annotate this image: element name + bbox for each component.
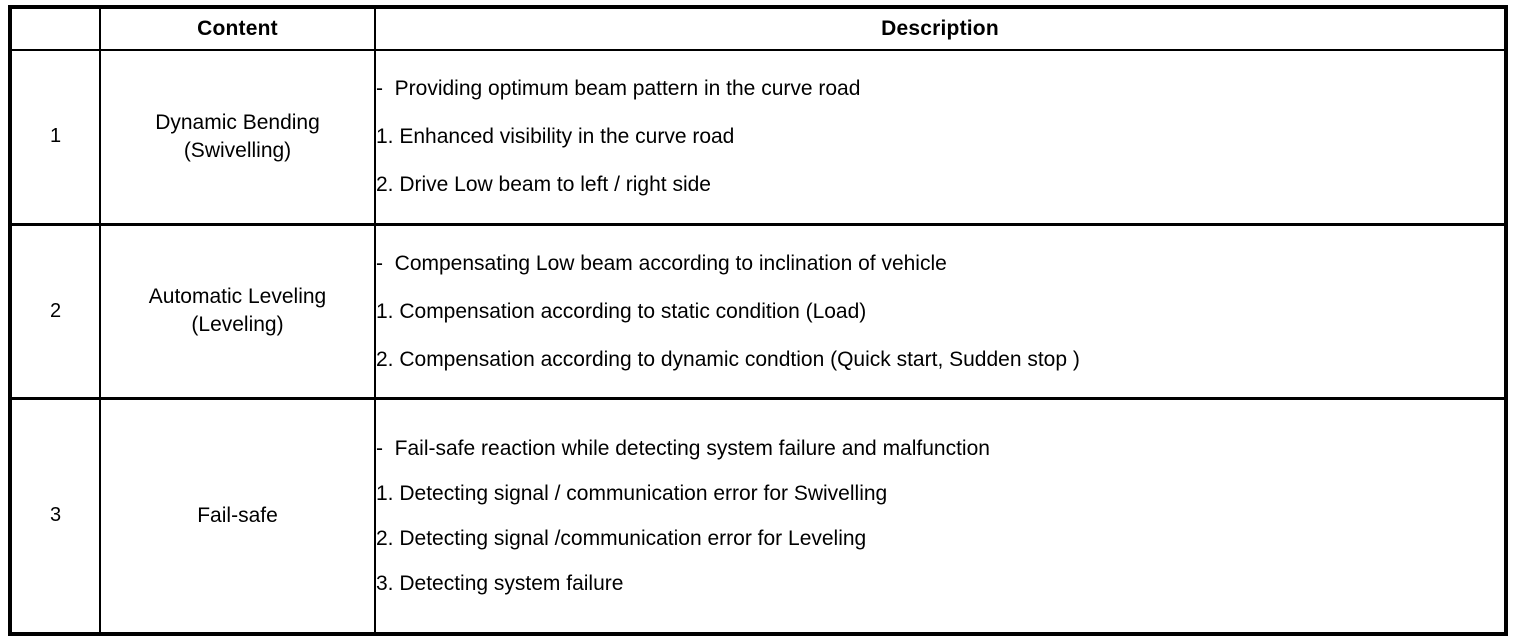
header-row: Content Description <box>10 7 1506 51</box>
description-line: 1. Compensation according to static cond… <box>376 299 867 323</box>
description-line: - Providing optimum beam pattern in the … <box>376 77 861 101</box>
row-description-cell: - Compensating Low beam according to inc… <box>374 222 1506 398</box>
feature-description-table: Content Description 1 Dynamic Bending (S… <box>8 5 1508 636</box>
column-header-content: Content <box>99 7 376 51</box>
row-content-cell: Dynamic Bending (Swivelling) <box>99 50 376 224</box>
row-description-cell: - Fail-safe reaction while detecting sys… <box>374 396 1506 634</box>
table-row: 1 Dynamic Bending (Swivelling) - Providi… <box>10 50 1506 224</box>
content-subtitle-line: (Leveling) <box>191 313 284 336</box>
row-index-cell: 1 <box>10 50 101 224</box>
description-line: 1. Detecting signal / communication erro… <box>376 481 888 505</box>
table-header: Content Description <box>10 7 1506 51</box>
row-content-cell: Automatic Leveling (Leveling) <box>99 222 376 398</box>
description-line: - Compensating Low beam according to inc… <box>376 251 947 275</box>
row-index-cell: 2 <box>10 222 101 398</box>
row-index-cell: 3 <box>10 396 101 634</box>
table-row: 2 Automatic Leveling (Leveling) - Compen… <box>10 222 1506 398</box>
column-header-index <box>10 7 101 51</box>
description-line: 3. Detecting system failure <box>376 571 624 595</box>
table-row: 3 Fail-safe - Fail-safe reaction while d… <box>10 396 1506 634</box>
description-list: - Providing optimum beam pattern in the … <box>376 78 1504 195</box>
content-title-line: Automatic Leveling <box>148 285 327 309</box>
row-content-cell: Fail-safe <box>99 396 376 634</box>
description-line: 2. Drive Low beam to left / right side <box>376 173 711 197</box>
table-body: 1 Dynamic Bending (Swivelling) - Providi… <box>10 50 1506 634</box>
content-title-line: Fail-safe <box>197 503 278 527</box>
description-line: - Fail-safe reaction while detecting sys… <box>376 436 990 460</box>
content-subtitle-line: (Swivelling) <box>183 138 292 162</box>
row-description-cell: - Providing optimum beam pattern in the … <box>374 50 1506 224</box>
description-line: 2. Compensation according to dynamic con… <box>376 347 1080 371</box>
content-title-line: Dynamic Bending <box>155 111 320 135</box>
column-header-description: Description <box>374 7 1506 51</box>
description-line: 1. Enhanced visibility in the curve road <box>376 125 735 149</box>
description-line: 2. Detecting signal /communication error… <box>376 526 867 550</box>
description-list: - Compensating Low beam according to inc… <box>376 253 1504 370</box>
description-list: - Fail-safe reaction while detecting sys… <box>376 438 1504 594</box>
